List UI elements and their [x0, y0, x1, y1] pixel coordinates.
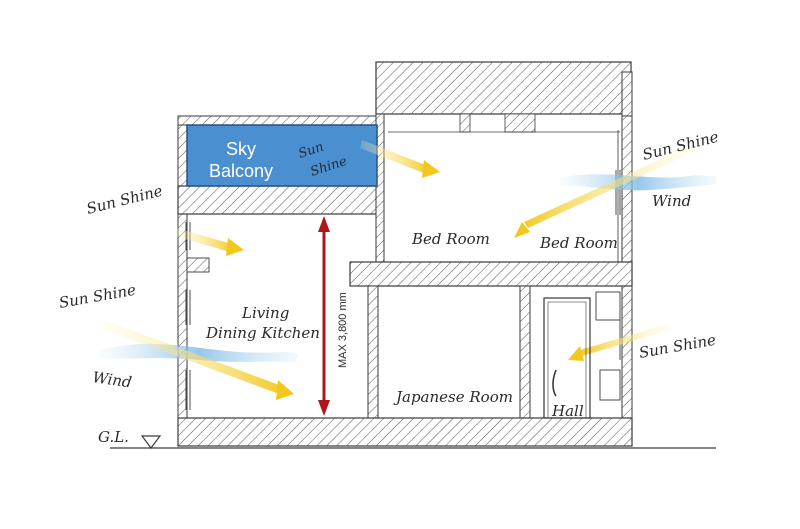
sun-shine-left-upper-label: Sun Shine — [85, 182, 165, 218]
bedroom-ceiling-beam-b — [504, 113, 536, 133]
sun-ray-right-lower — [580, 324, 670, 356]
balcony-floor-slab — [177, 185, 379, 215]
middle-floor-slab — [349, 261, 633, 287]
partition-japanese-hall — [519, 285, 531, 419]
ceiling-height-dimension: MAX 3,800 mm — [318, 216, 349, 416]
sky-balcony: Sky Balcony — [186, 124, 378, 187]
sun-ray-left-upper-arrowhead — [226, 238, 244, 256]
partition-living-japanese — [367, 285, 379, 419]
sun-shine-left-lower-label: Sun Shine — [58, 281, 138, 312]
sun-ray-right-upper-arrowhead — [514, 222, 530, 238]
hall-label: Hall — [551, 402, 584, 420]
ground-level-triangle — [140, 435, 162, 449]
dimension-arrow-top — [318, 216, 330, 232]
roof-slab-upper — [375, 61, 632, 115]
living-label-line1: Living — [241, 304, 289, 322]
sun-ray-balcony — [360, 140, 428, 174]
sun-ray-left-upper — [174, 228, 232, 252]
dimension-arrow-bottom — [318, 400, 330, 416]
ground-level-label: G.L. — [98, 428, 129, 446]
ground-slab — [177, 417, 633, 447]
sun-ray-right-lower-arrowhead — [568, 346, 584, 361]
left-wall-windows — [185, 222, 210, 410]
building-structure — [110, 61, 716, 449]
wind-left-label: Wind — [91, 368, 132, 391]
room-labels: Sun Shine Bed Room Bed Room Living Dinin… — [205, 140, 618, 420]
environment-flows — [100, 140, 716, 400]
bedroom-right-label: Bed Room — [539, 234, 618, 252]
wind-stream-left — [100, 343, 298, 362]
ground-level-marker: G.L. — [98, 428, 162, 449]
dimension-label: MAX 3,800 mm — [337, 292, 349, 368]
bedroom-ceiling-beam-a — [459, 113, 471, 133]
sun-ray-left-lower — [101, 320, 282, 394]
sky-balcony-label-line1: Sky — [226, 139, 256, 159]
sun-shine-right-upper-label: Sun Shine — [641, 128, 721, 164]
sky-balcony-box — [186, 124, 378, 187]
bedroom-left-label: Bed Room — [411, 230, 490, 248]
sun-ray-left-lower-arrowhead — [276, 380, 294, 400]
sky-balcony-label-line2: Balcony — [209, 161, 273, 181]
wind-right-label: Wind — [652, 192, 691, 210]
upper-right-chimney — [621, 71, 633, 117]
sun-ray-right-upper — [524, 144, 698, 228]
hall-door-handle — [552, 369, 557, 397]
sun-ray-balcony-arrowhead — [422, 160, 440, 178]
japanese-room-label: Japanese Room — [393, 388, 513, 406]
living-label-line2: Dining Kitchen — [205, 324, 320, 342]
balcony-parapet-top — [177, 115, 379, 126]
wind-stream-right — [560, 174, 716, 191]
